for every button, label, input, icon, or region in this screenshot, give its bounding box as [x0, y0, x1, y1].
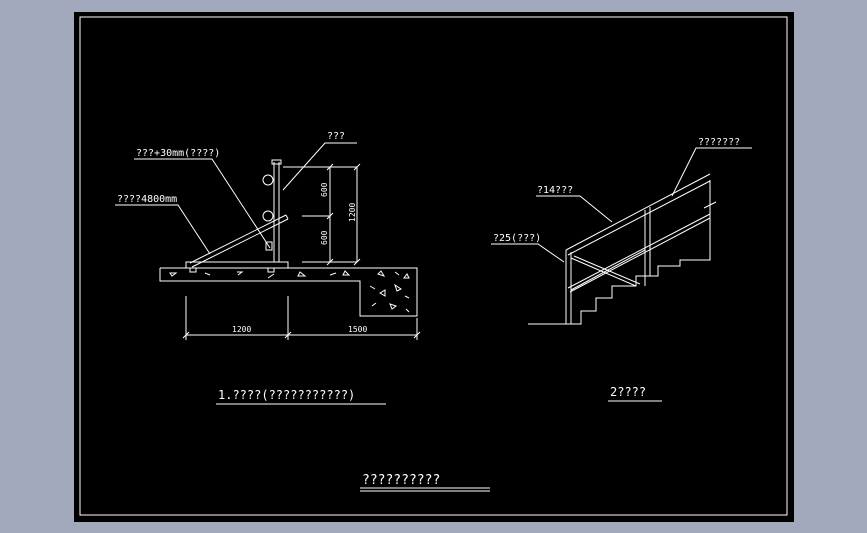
fig1-footing-right: [267, 267, 275, 273]
fig2-leader-bar: [491, 243, 565, 263]
fig1-leader-pipe: [115, 204, 211, 255]
sheet-title-block: ??????????: [360, 473, 490, 492]
fig1-section: ??? ???+30mm(????) ????4800mm 600 600 12…: [115, 131, 421, 405]
fig1-footing-left: [189, 267, 197, 273]
drawing-frame: [79, 16, 788, 516]
fig2-mid-rail-2: [569, 217, 711, 293]
fig1-dim-1200-vertical: 1200: [348, 203, 357, 222]
drawing-canvas[interactable]: [74, 12, 794, 522]
fig1-post-cap: [271, 159, 282, 165]
fig1-label-pipe: ????4800mm: [117, 194, 177, 205]
fig1-label-clamp: ???+30mm(????): [136, 148, 220, 159]
fig1-title: 1.????(???????????): [218, 388, 355, 402]
fig1-dim-600-upper: 600: [320, 182, 329, 197]
fig1-leader-top: [282, 142, 357, 191]
fig1-pipe-lower: [262, 210, 274, 222]
fig1-brace-1: [189, 214, 287, 264]
fig1-brace-2: [191, 218, 289, 268]
fig2-leader-post: [536, 195, 613, 223]
fig1-ground-slab: [159, 267, 418, 317]
fig1-dim-600-lower: 600: [320, 230, 329, 245]
fig2-label-post: ?14???: [537, 185, 573, 196]
fig2-handrail-2: [567, 180, 711, 256]
sheet-title: ??????????: [362, 473, 440, 488]
fig2-label-handrail: ???????: [698, 137, 740, 148]
fig1-anchor: [265, 241, 273, 251]
fig1-brace-end: [285, 214, 289, 220]
fig1-dim-1200-base: 1200: [232, 325, 251, 334]
fig2-cross-3: [570, 249, 646, 291]
fig2-mid-rail: [567, 213, 711, 289]
fig1-base-plate: [185, 261, 289, 269]
fig1-leader-clamp: [134, 158, 271, 249]
fig2-label-bar: ?25(???): [493, 233, 541, 244]
fig1-label-top: ???: [327, 131, 345, 142]
fig1-slab-hatch: [169, 270, 410, 313]
fig2-section: ??????? ?14??? ?25(???) 2????: [491, 137, 752, 402]
fig1-pipe-upper: [262, 174, 274, 186]
fig2-title: 2????: [610, 385, 646, 399]
fig2-handrail-1: [565, 173, 711, 251]
fig1-dim-1500-base: 1500: [348, 325, 367, 334]
fig2-leader-handrail: [671, 147, 752, 197]
